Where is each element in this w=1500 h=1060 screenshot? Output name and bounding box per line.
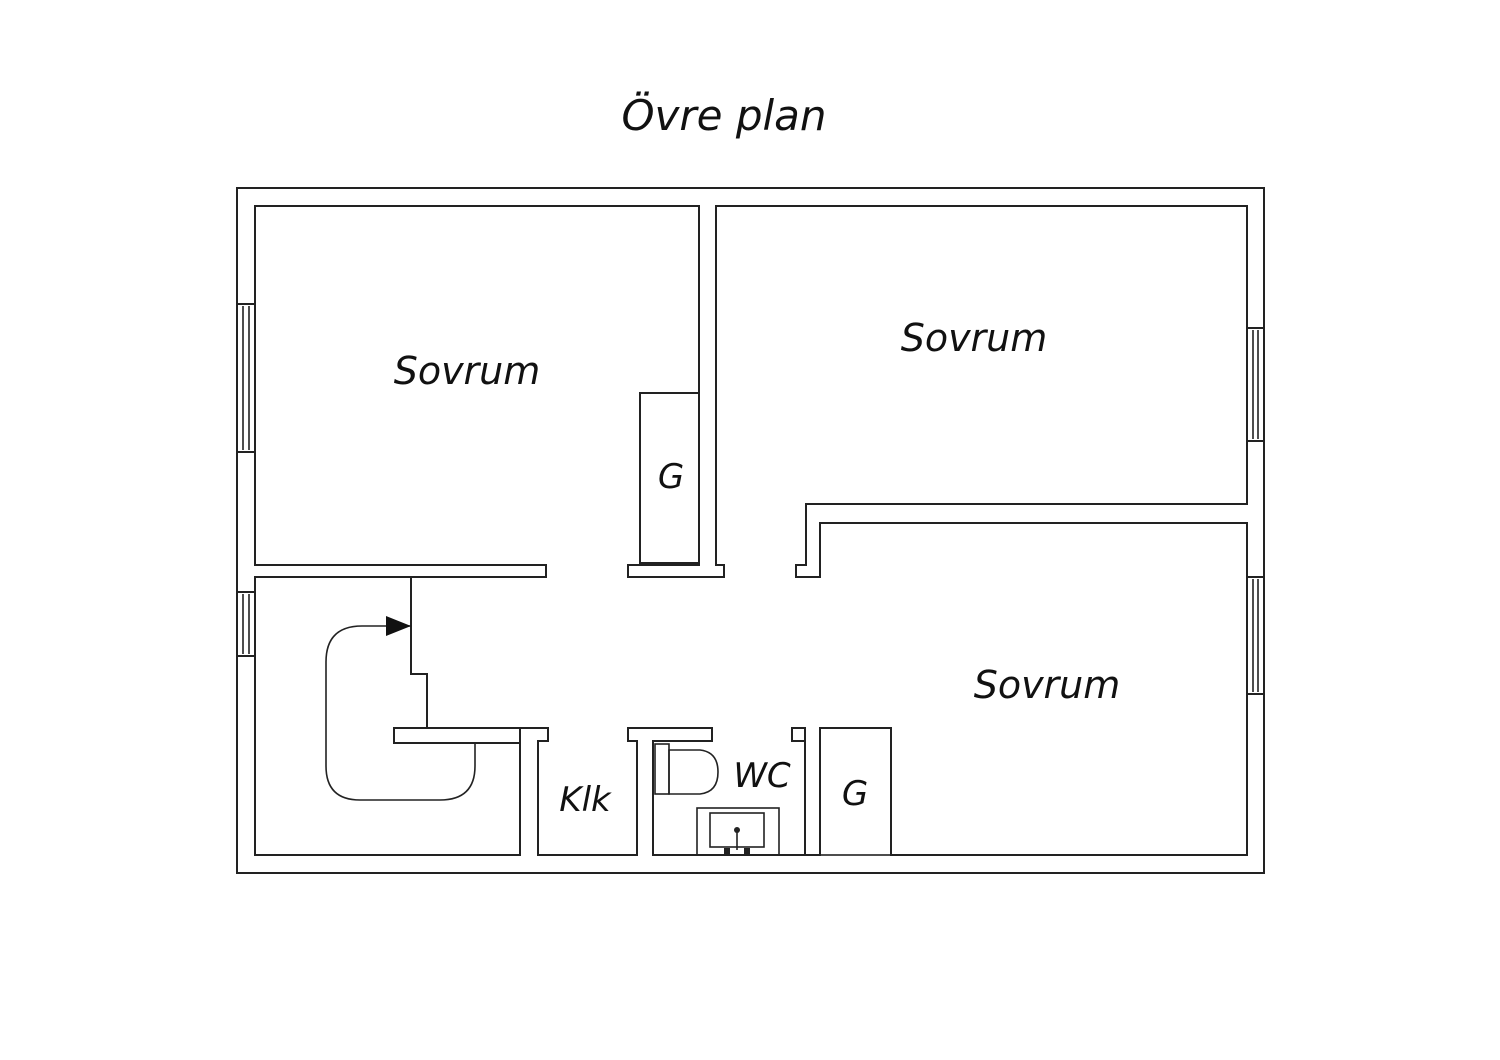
closet-upper-outline bbox=[639, 392, 700, 564]
window-right-bottom bbox=[1246, 576, 1265, 695]
label-bedroom-top-right: Sovrum bbox=[901, 316, 1048, 360]
staircase-icon bbox=[325, 616, 476, 801]
window-right-top bbox=[1246, 327, 1265, 442]
label-closet-upper: G bbox=[658, 457, 684, 497]
closet-lower-outline bbox=[819, 727, 892, 856]
plan-title: Övre plan bbox=[621, 90, 826, 140]
window-left-top bbox=[236, 303, 256, 453]
label-bedroom-bottom-right: Sovrum bbox=[974, 663, 1121, 707]
arrow-icon bbox=[386, 616, 411, 636]
toilet-icon bbox=[654, 743, 719, 795]
label-toilet: WC bbox=[733, 756, 791, 796]
label-closet-lower: G bbox=[842, 774, 868, 814]
label-walk-in-closet: Klk bbox=[559, 780, 612, 820]
window-left-bottom bbox=[236, 591, 256, 657]
sink-icon bbox=[696, 807, 780, 856]
label-bedroom-top-left: Sovrum bbox=[394, 349, 541, 393]
